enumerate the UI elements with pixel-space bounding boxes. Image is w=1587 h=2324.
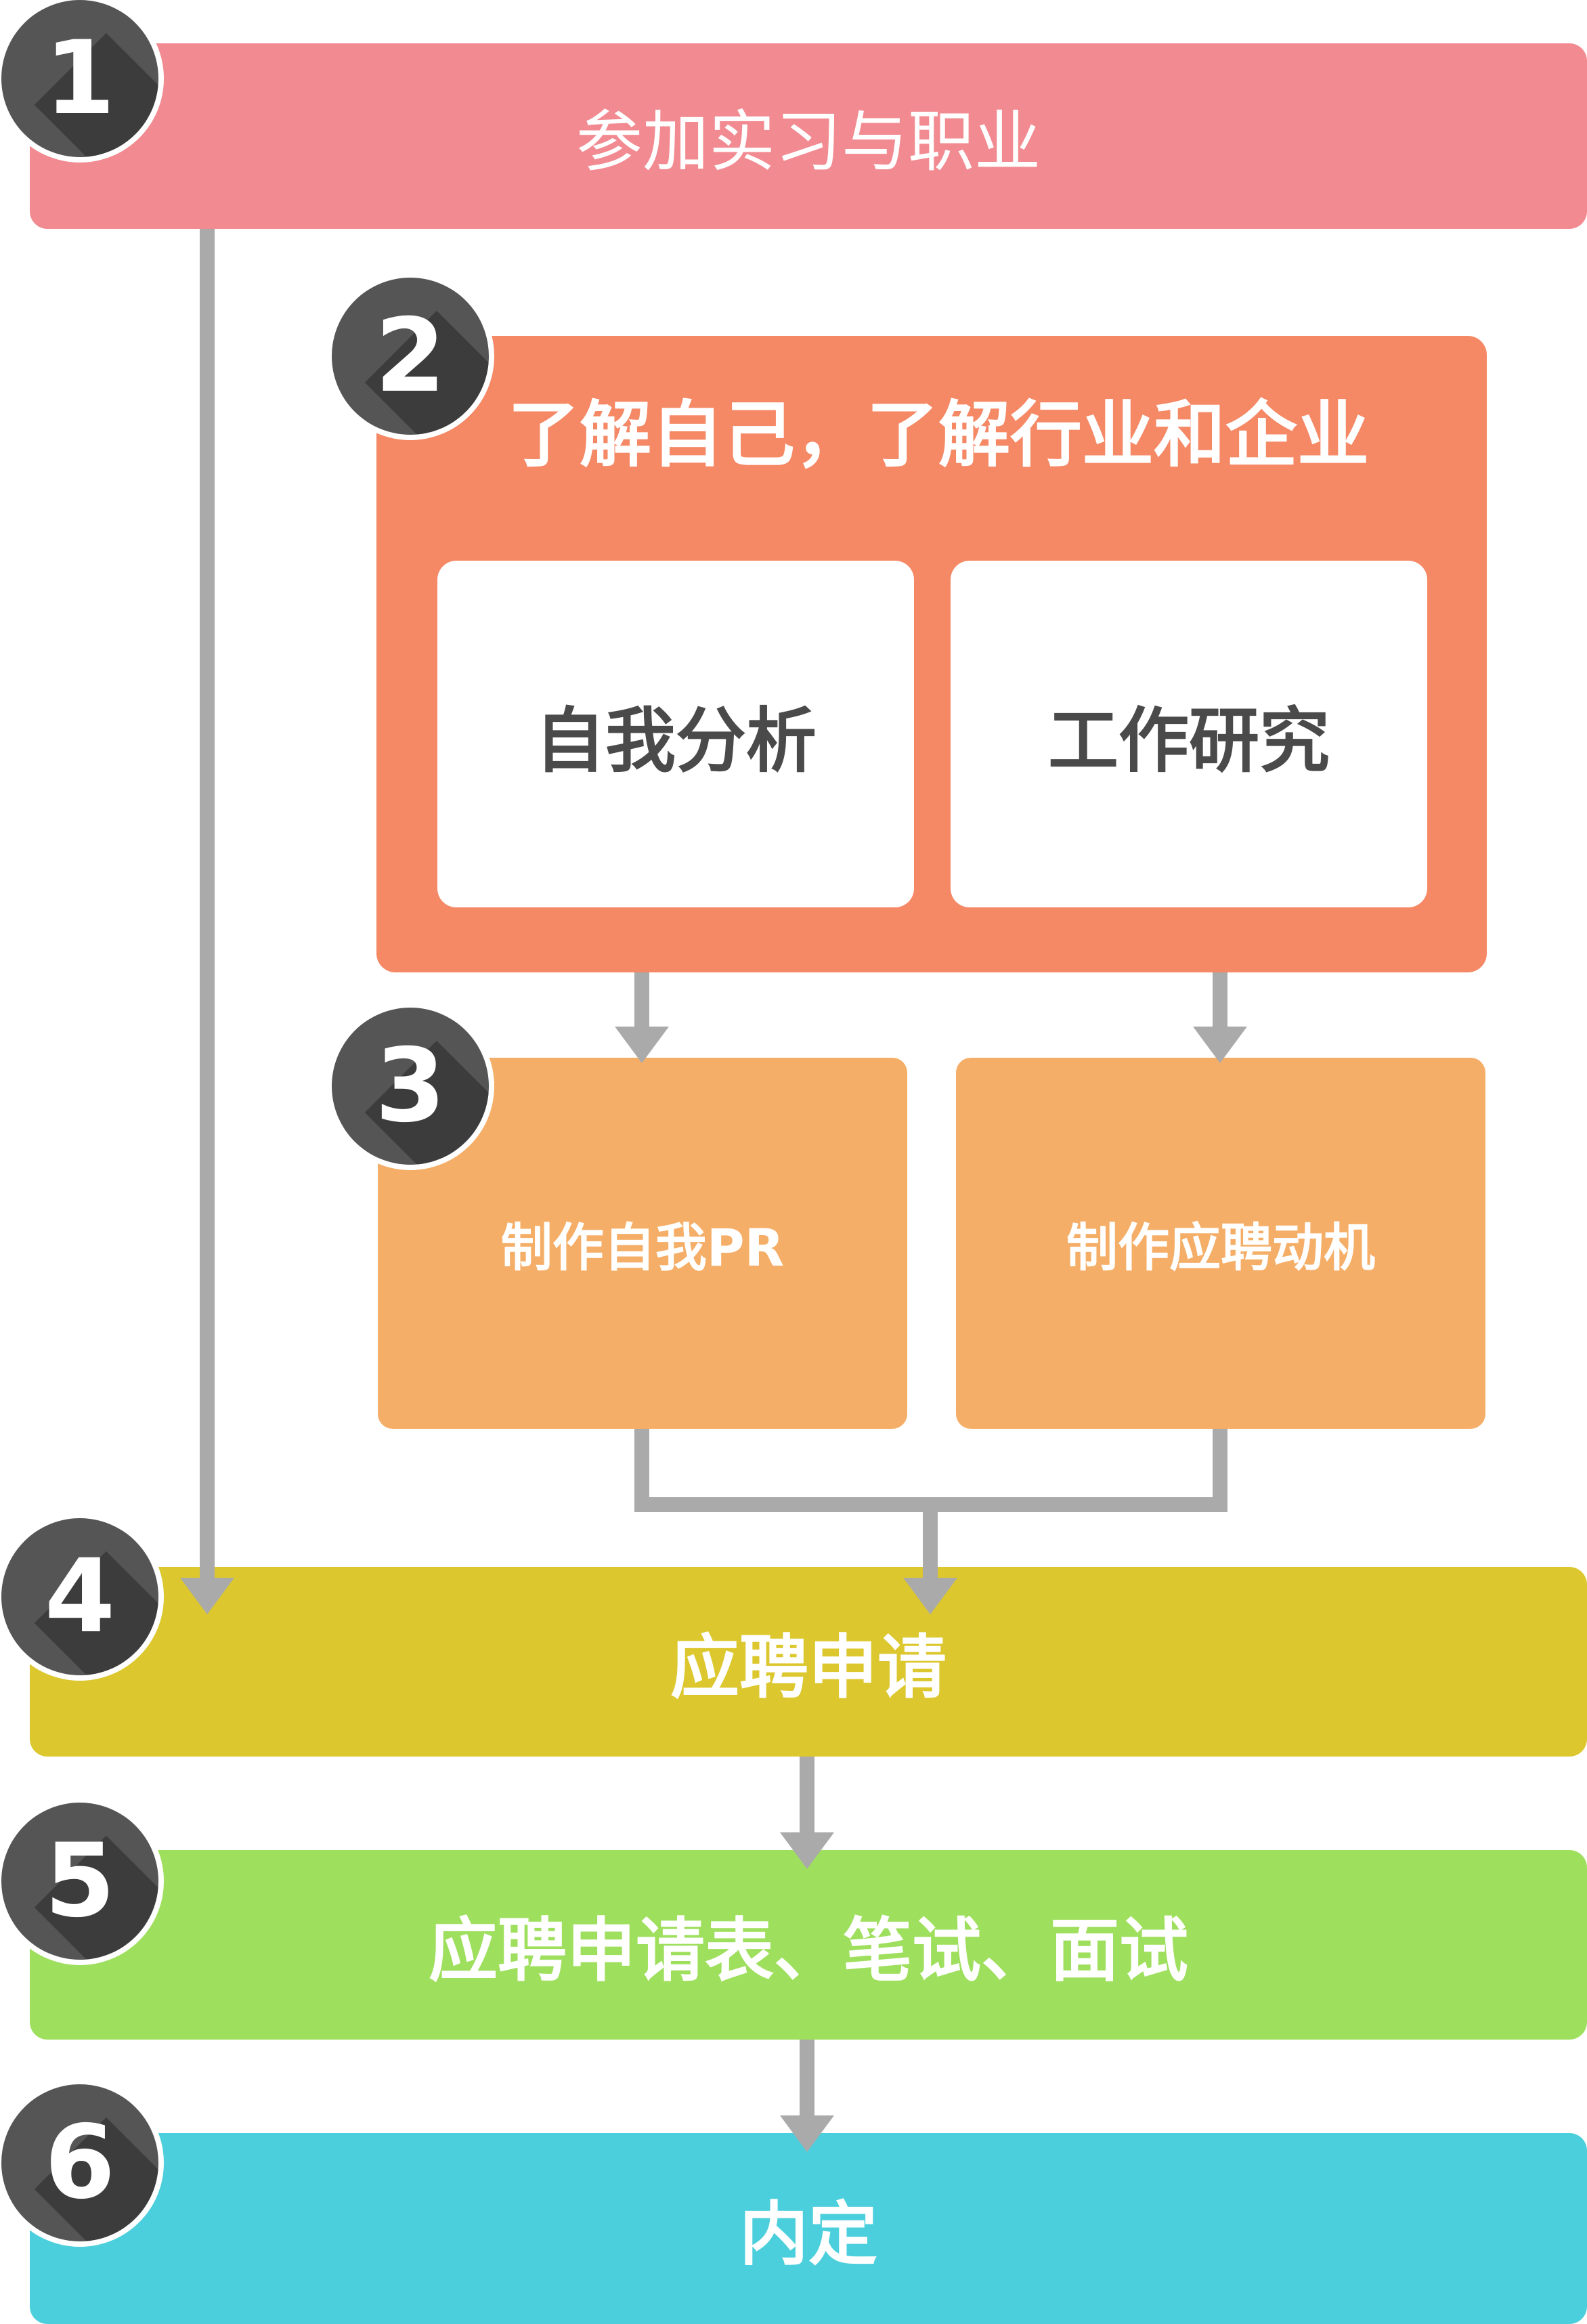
self-analysis-card: 自我分析 [437, 561, 914, 907]
step-1-number: 1 [44, 20, 116, 137]
arrowhead-step4-to-step5 [780, 1832, 834, 1869]
step-3-number: 3 [374, 1027, 446, 1145]
step-1-badge: 1 [1, 0, 158, 157]
step-2-number: 2 [374, 297, 446, 415]
step-5-label: 应聘申请表、笔试、面试 [429, 1910, 1188, 1992]
step-6-number: 6 [44, 2104, 116, 2222]
step-2-badge: 2 [332, 278, 489, 435]
step-6-badge: 6 [1, 2084, 158, 2241]
self-pr-label: 制作自我PR [500, 1218, 785, 1278]
job-research-label: 工作研究 [1047, 699, 1330, 782]
arrowhead-step1-to-step4 [180, 1578, 234, 1614]
step-1-label: 参加实习与职业 [575, 104, 1041, 181]
job-research-card: 工作研究 [951, 561, 1427, 907]
arrowhead-step5-to-step6 [780, 2115, 834, 2152]
arrowhead-to-self-pr [615, 1027, 669, 1063]
step-6-label: 内定 [739, 2194, 877, 2275]
step-5-number: 5 [44, 1822, 116, 1940]
step-4-number: 4 [44, 1538, 116, 1656]
step-4-badge: 4 [1, 1518, 158, 1675]
arrowhead-to-motivation [1193, 1027, 1247, 1063]
step-5-badge: 5 [1, 1803, 158, 1960]
step-5-bar: 应聘申请表、笔试、面试 [30, 1850, 1587, 2040]
step-4-bar: 应聘申请 [30, 1567, 1587, 1757]
motivation-label: 制作应聘动机 [1066, 1218, 1375, 1278]
step-6-bar: 内定 [30, 2133, 1587, 2324]
step-1-bar: 参加实习与职业 [30, 43, 1587, 229]
step-3-badge: 3 [332, 1008, 489, 1165]
step-2-panel: 了解自己，了解行业和企业 自我分析 工作研究 [376, 336, 1487, 972]
motivation-box: 制作应聘动机 [956, 1058, 1485, 1429]
step-4-label: 应聘申请 [670, 1627, 947, 1708]
arrowhead-merge-to-step4 [903, 1578, 957, 1614]
connector-step3-merge [634, 1429, 1227, 1512]
step-2-title: 了解自己，了解行业和企业 [508, 393, 1369, 477]
self-analysis-label: 自我分析 [534, 699, 817, 782]
